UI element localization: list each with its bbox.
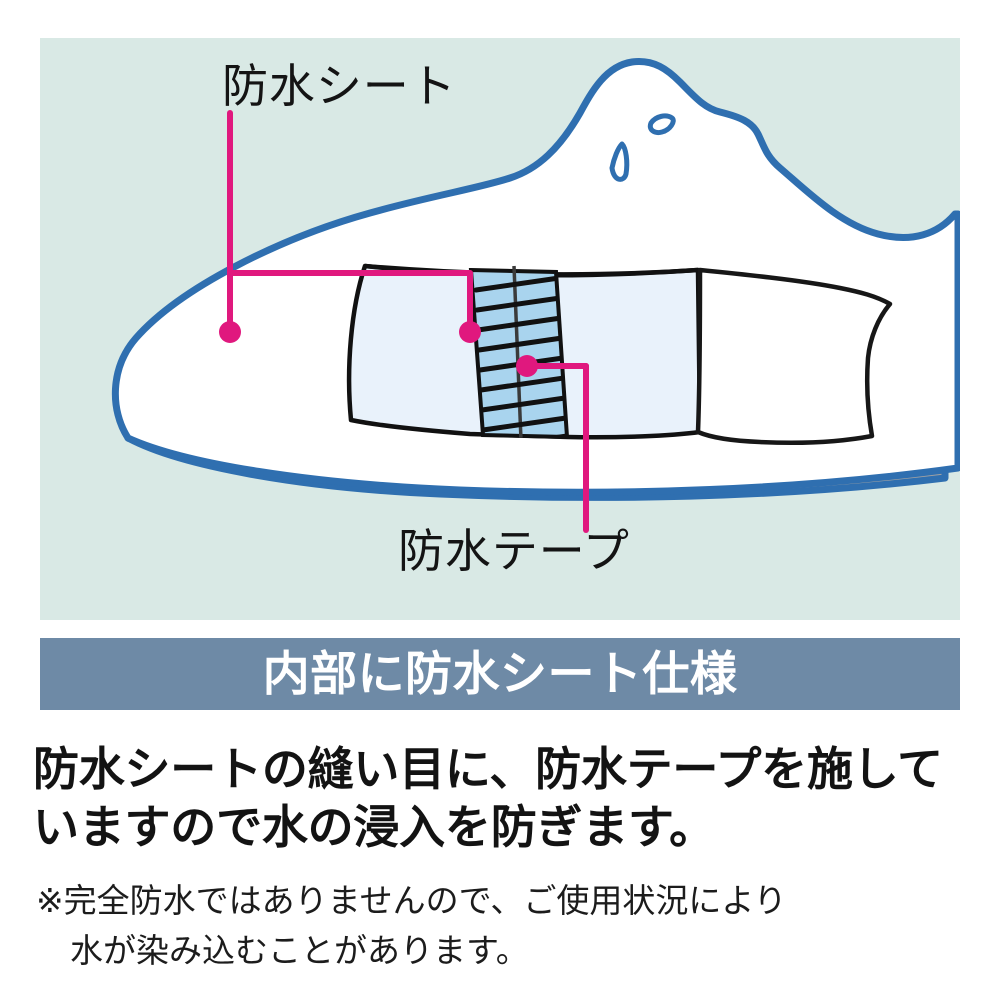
label-waterproof-sheet: 防水シート (222, 59, 457, 113)
peeled-flap (695, 267, 893, 445)
banner-title: 内部に防水シート仕様 (262, 646, 738, 702)
body-copy: 防水シートの縫い目に、防水テープを施して いますので水の浸入を防ぎます。 (33, 740, 973, 857)
eyelet-detail-upper (647, 113, 676, 135)
note-line-1: ※完全防水ではありませんので、ご使用状況により (36, 881, 787, 920)
label-waterproof-tape: 防水テープ (398, 524, 630, 578)
eyelet-detail-lower (609, 141, 630, 182)
body-line-1: 防水シートの縫い目に、防水テープを施して (33, 742, 943, 796)
waterproof-tape-strip (468, 265, 570, 440)
note-line-2: 水が染み込むことがあります。 (70, 931, 529, 971)
disclaimer-note: ※完全防水ではありませんので、ご使用状況により 水が染み込むことがあります。 (36, 876, 976, 976)
leader-lines (219, 110, 589, 533)
shoe-illustration (111, 58, 960, 533)
section-banner: 内部に防水シート仕様 (40, 638, 960, 710)
waterproof-shoe-cutaway-diagram: 防水シート 防水テープ (40, 38, 960, 620)
body-line-2: いますので水の浸入を防ぎます。 (33, 800, 715, 855)
